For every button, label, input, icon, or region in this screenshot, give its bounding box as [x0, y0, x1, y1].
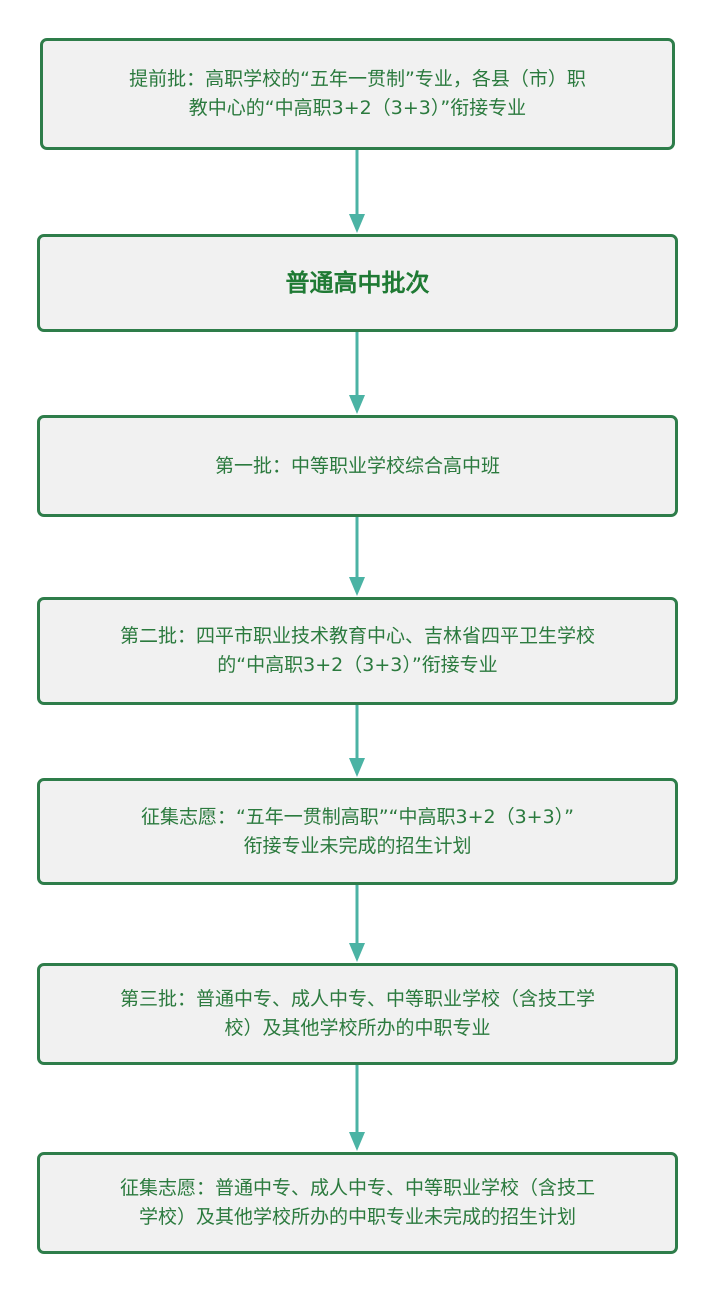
node-text-line: 提前批：高职学校的“五年一贯制”专业，各县（市）职: [129, 68, 586, 90]
arrow-early-to-general: [349, 150, 365, 233]
node-third-batch: 第三批：普通中专、成人中专、中等职业学校（含技工学 校）及其他学校所办的中职专业: [37, 963, 678, 1065]
node-text-line: 征集志愿：“五年一贯制高职”“中高职3+2（3+3）”: [140, 805, 575, 828]
node-second-batch: 第二批：四平市职业技术教育中心、吉林省四平卫生学校 的“中高职3+2（3+3）”…: [37, 597, 678, 705]
node-text-line: 校）及其他学校所办的中职专业: [224, 1017, 491, 1039]
node-text-line: 第一批：中等职业学校综合高中班: [214, 454, 500, 477]
node-text-line: 教中心的“中高职3+2（3+3）”衔接专业: [188, 97, 527, 119]
node-early-batch: 提前批：高职学校的“五年一贯制”专业，各县（市）职 教中心的“中高职3+2（3+…: [40, 38, 675, 150]
node-text-line: 第二批：四平市职业技术教育中心、吉林省四平卫生学校: [119, 625, 595, 647]
node-supplementary-2: 征集志愿：普通中专、成人中专、中等职业学校（含技工 学校）及其他学校所办的中职专…: [37, 1152, 678, 1254]
arrow-supplementary-to-third: [349, 885, 365, 962]
node-supplementary-1: 征集志愿：“五年一贯制高职”“中高职3+2（3+3）” 衔接专业未完成的招生计划: [37, 778, 678, 885]
arrow-first-to-second: [349, 517, 365, 596]
arrow-third-to-supplementary-2: [349, 1065, 365, 1151]
node-text-line: 第三批：普通中专、成人中专、中等职业学校（含技工学: [119, 988, 595, 1010]
node-text-line: 衔接专业未完成的招生计划: [243, 834, 472, 857]
node-text-line: 学校）及其他学校所办的中职专业未完成的招生计划: [138, 1206, 576, 1228]
node-general-high-school-batch: 普通高中批次: [37, 234, 678, 332]
arrow-second-to-supplementary: [349, 705, 365, 777]
arrow-general-to-first: [349, 332, 365, 414]
node-text-line: 普通高中批次: [285, 268, 430, 297]
node-first-batch: 第一批：中等职业学校综合高中班: [37, 415, 678, 517]
node-text-line: 的“中高职3+2（3+3）”衔接专业: [217, 654, 498, 676]
node-text-line: 征集志愿：普通中专、成人中专、中等职业学校（含技工: [119, 1177, 595, 1199]
